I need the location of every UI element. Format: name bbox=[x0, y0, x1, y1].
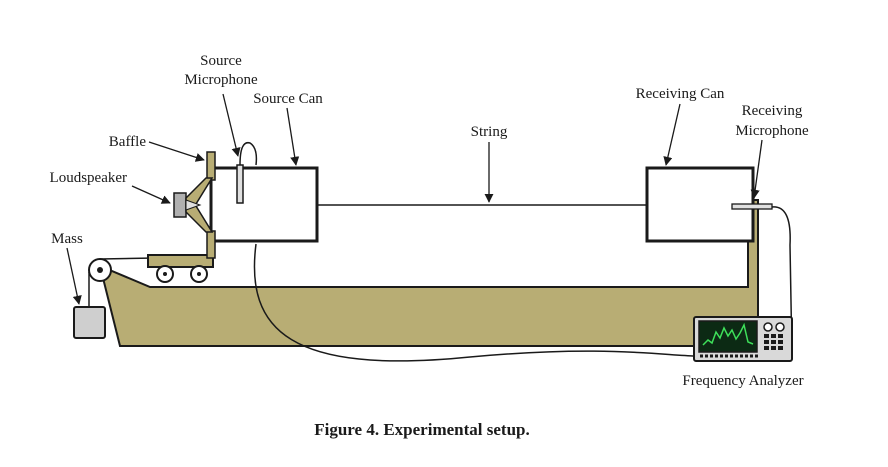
receiving-can-label: Receiving Can bbox=[636, 86, 725, 102]
mass-block bbox=[73, 306, 106, 339]
receiving-microphone-arrow bbox=[750, 139, 763, 199]
mass-label: Mass bbox=[51, 231, 83, 247]
baffle-upper bbox=[206, 151, 216, 181]
source-microphone-arrow bbox=[222, 93, 241, 157]
frequency-analyzer-label: Frequency Analyzer bbox=[682, 373, 803, 389]
mass-arrow bbox=[66, 247, 82, 305]
source-can-arrow bbox=[286, 107, 300, 166]
analyzer-keypad bbox=[764, 334, 783, 350]
figure-caption: Figure 4. Experimental setup. bbox=[314, 420, 529, 439]
source-microphone-label: Source bbox=[200, 53, 242, 69]
source-can bbox=[209, 166, 319, 243]
baffle-arrow bbox=[148, 141, 205, 162]
receiving-microphone-label: Microphone bbox=[735, 123, 809, 139]
receiving-can-arrow bbox=[663, 103, 681, 166]
loudspeaker bbox=[173, 177, 214, 233]
string-label: String bbox=[471, 124, 508, 140]
frequency-analyzer bbox=[693, 316, 793, 362]
loudspeaker-arrow bbox=[131, 185, 171, 204]
source-microphone-label: Microphone bbox=[184, 72, 258, 88]
receiving-microphone bbox=[731, 203, 793, 359]
source-microphone bbox=[236, 141, 258, 204]
loudspeaker-label: Loudspeaker bbox=[50, 170, 127, 186]
analyzer-knob bbox=[775, 322, 785, 332]
baffle-label: Baffle bbox=[109, 134, 147, 150]
cart bbox=[147, 254, 214, 283]
source-cable bbox=[253, 243, 696, 362]
receiving-microphone-label: Receiving bbox=[742, 103, 803, 119]
analyzer-trace bbox=[702, 322, 754, 346]
analyzer-knob bbox=[763, 322, 773, 332]
baffle-lower bbox=[206, 230, 216, 259]
source-can-label: Source Can bbox=[253, 91, 323, 107]
pulley bbox=[88, 258, 112, 282]
